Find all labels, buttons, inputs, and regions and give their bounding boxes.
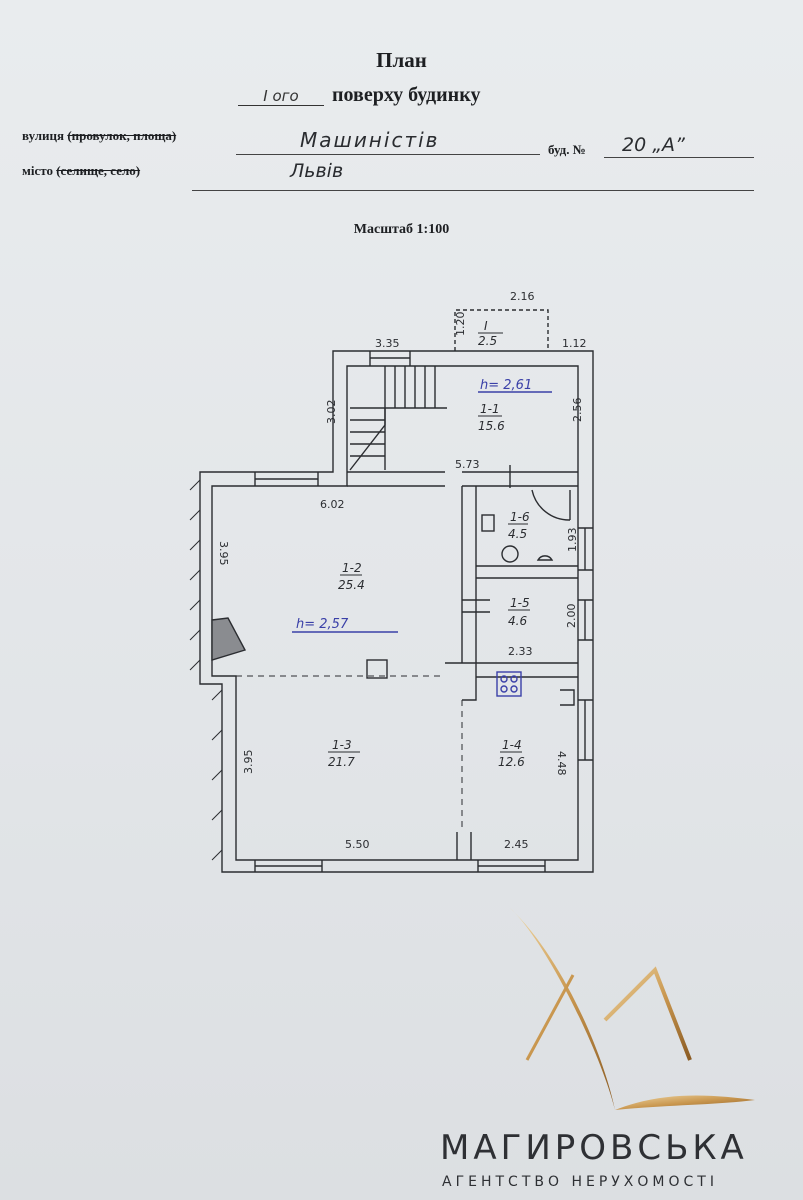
window-bottom-left xyxy=(254,860,323,872)
city-label-text: місто xyxy=(22,163,57,178)
dim-label: 3.35 xyxy=(375,337,400,350)
street-underline xyxy=(236,154,540,155)
room-id: 1-3 xyxy=(332,738,352,752)
window-kitchen xyxy=(578,699,593,761)
wall-storage-kitchen xyxy=(476,662,578,678)
street-value: Машиністів xyxy=(300,128,440,152)
bath-door-icon xyxy=(531,489,571,521)
floor-value: I ого xyxy=(238,87,324,106)
door-storage xyxy=(462,599,490,613)
fireplace-icon xyxy=(211,617,247,661)
dim-label: 2.00 xyxy=(565,604,578,629)
window-left-upper xyxy=(254,472,319,486)
boiler-icon xyxy=(560,689,575,706)
city-underline xyxy=(192,190,754,191)
room-id: 1-1 xyxy=(480,402,500,416)
stove-icon xyxy=(496,671,522,697)
building-label: буд. № xyxy=(548,142,586,157)
building-value: 20 „А” xyxy=(622,134,685,156)
dim-label: 2.16 xyxy=(510,290,535,303)
room-area: 12.6 xyxy=(498,755,525,769)
outer-wall-inner xyxy=(211,365,579,861)
scale-label: Масштаб 1:100 xyxy=(353,222,450,237)
height-label: h= 2,57 xyxy=(296,617,349,632)
stairs-steps-side xyxy=(350,419,385,457)
brand-name: МАГИРОВСЬКА xyxy=(440,1128,748,1168)
floor-row: I ого поверху будинку xyxy=(238,84,480,107)
dim-label: 1.93 xyxy=(566,528,579,553)
window-bottom-right xyxy=(477,860,546,872)
stair-wall xyxy=(347,471,445,487)
wall-hatch xyxy=(189,479,223,861)
dim-label: 3.02 xyxy=(325,400,338,425)
building-underline xyxy=(604,157,754,158)
dim-label: 6.02 xyxy=(320,498,345,511)
bottom-stub xyxy=(456,832,472,860)
burner-icon xyxy=(500,675,508,683)
document-title: План xyxy=(376,48,427,72)
floor-label: поверху будинку xyxy=(332,84,481,106)
room-area: 4.5 xyxy=(508,527,527,541)
room-area: 2.5 xyxy=(478,334,497,348)
window-bath xyxy=(578,527,593,571)
brand-logo-icon xyxy=(510,908,755,1110)
bidet-icon xyxy=(536,555,554,561)
outer-wall-outer xyxy=(199,350,594,873)
porch-outline xyxy=(454,309,549,351)
room-fraction-lines xyxy=(328,332,530,753)
dim-label: 2.56 xyxy=(571,398,584,423)
dim-label: 5.50 xyxy=(345,838,370,851)
room-id: I xyxy=(484,319,488,333)
toilet-icon xyxy=(501,545,519,563)
sink-icon xyxy=(481,514,495,532)
dim-label: 2.33 xyxy=(508,645,533,658)
room-id: 1-6 xyxy=(510,510,530,524)
stairs-diag xyxy=(349,408,386,471)
wall-bath-storage xyxy=(476,565,578,579)
room-area: 15.6 xyxy=(478,419,505,433)
chimney-icon xyxy=(366,659,388,679)
street-label: вулиця (провулок, площа) xyxy=(22,128,176,144)
dim-label: 3.95 xyxy=(242,750,255,775)
column xyxy=(445,662,477,701)
wall-above-bath xyxy=(462,471,578,487)
burner-icon xyxy=(510,675,518,683)
dim-label: 3.95 xyxy=(217,541,230,566)
dim-label: 4.48 xyxy=(555,751,568,776)
room-id: 1-5 xyxy=(510,596,530,610)
window-top xyxy=(369,351,411,366)
room-area: 21.7 xyxy=(328,755,355,769)
city-label-struck: (селище, село) xyxy=(56,163,141,178)
interior-wall-vertical xyxy=(461,486,477,663)
room-area: 25.4 xyxy=(338,578,365,592)
height-label: h= 2,61 xyxy=(480,378,532,393)
burner-icon xyxy=(500,685,508,693)
dim-label: 5.73 xyxy=(455,458,480,471)
brand-tagline: АГЕНТСТВО НЕРУХОМОСТІ xyxy=(442,1174,718,1190)
dim-label: 1.12 xyxy=(562,337,587,350)
street-label-struck: (провулок, площа) xyxy=(67,128,177,143)
dim-label: 1.20 xyxy=(454,312,467,337)
room-id: 1-4 xyxy=(502,738,522,752)
street-label-text: вулиця xyxy=(22,128,68,143)
stairs-frame xyxy=(350,366,447,470)
burner-icon xyxy=(510,685,518,693)
city-label: місто (селище, село) xyxy=(22,163,140,179)
room-id: 1-2 xyxy=(342,561,362,575)
window-storage xyxy=(578,599,593,641)
dim-label: 2.45 xyxy=(504,838,529,851)
city-value: Львів xyxy=(290,160,344,182)
room-area: 4.6 xyxy=(508,614,527,628)
stairs-steps-top xyxy=(394,366,436,408)
